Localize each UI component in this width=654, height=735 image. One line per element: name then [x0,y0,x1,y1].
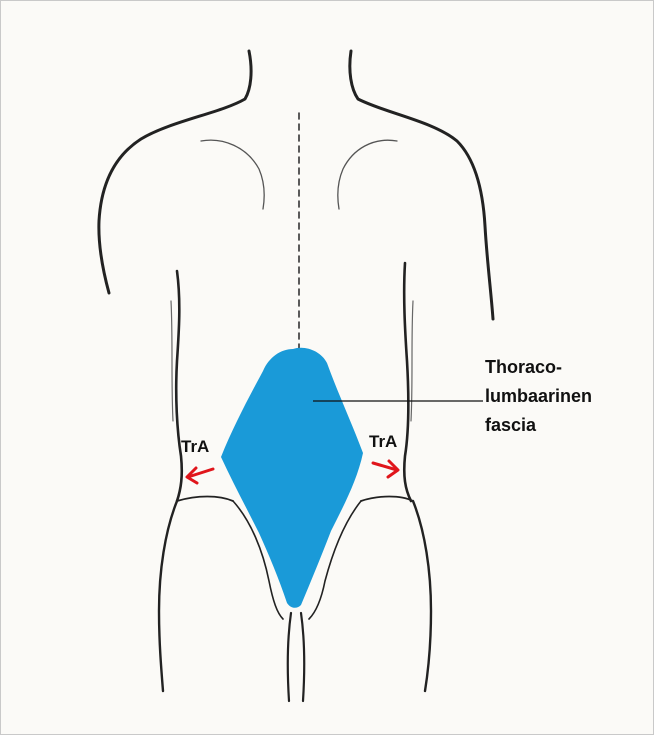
gluteal-cleft-left [288,613,291,701]
left-torso-inner [171,301,173,421]
left-tra-label: TrA [181,437,209,457]
fascia-label-line-3: fascia [485,411,592,440]
left-torso-side [176,271,182,501]
right-torso-inner [411,301,413,421]
arrow-left-icon [187,468,213,483]
fascia-label: Thoraco- lumbaarinen fascia [485,353,592,440]
fascia-label-line-1: Thoraco- [485,353,592,382]
gluteal-cleft-right [301,613,304,701]
right-neck-shoulder-line [350,51,493,319]
right-hip-curve [361,497,413,502]
left-hip-curve [177,497,233,502]
left-leg-outer [159,501,177,691]
right-scapula-line [338,140,397,209]
left-scapula-line [201,140,264,209]
thoracolumbar-fascia-shape [221,348,363,608]
fascia-label-line-2: lumbaarinen [485,382,592,411]
right-leg-outer [413,501,431,691]
right-torso-side [404,263,411,501]
right-tra-label: TrA [369,432,397,452]
left-neck-shoulder-line [99,51,251,293]
arrow-right-icon [373,461,398,477]
